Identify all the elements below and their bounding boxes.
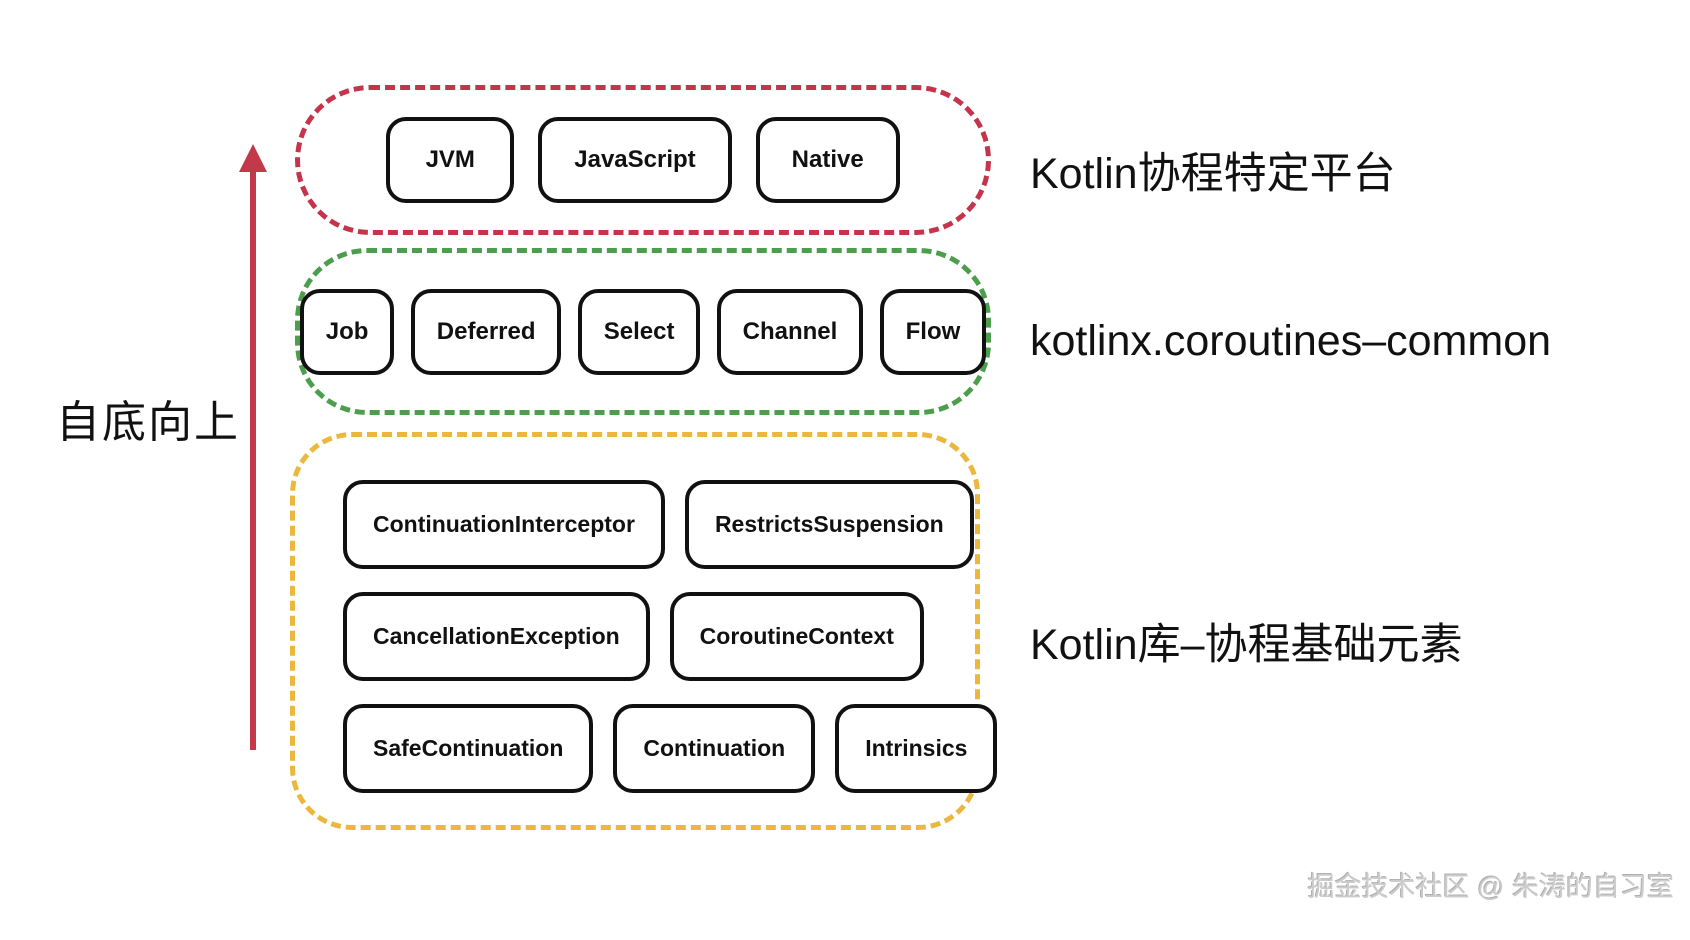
node-continuation: Continuation (613, 704, 816, 793)
group-kotlin-stdlib-basics: ContinuationInterceptor RestrictsSuspens… (290, 432, 998, 830)
node-channel: Channel (717, 288, 863, 375)
node-javascript: JavaScript (538, 117, 732, 203)
node-restricts-suspension: RestrictsSuspension (684, 480, 974, 569)
node-continuation-interceptor: ContinuationInterceptor (343, 480, 665, 569)
label-platform-specific: Kotlin协程特定平台 (1030, 150, 1396, 198)
node-safe-continuation: SafeContinuation (343, 704, 594, 793)
group-coroutines-common: Job Deferred Select Channel Flow (295, 248, 991, 415)
up-arrow-icon (239, 144, 267, 172)
node-deferred: Deferred (411, 288, 562, 375)
group-platform-specific: JVM JavaScript Native (295, 85, 991, 235)
node-job: Job (300, 288, 395, 375)
node-cancellation-exception: CancellationException (343, 592, 650, 681)
node-intrinsics: Intrinsics (835, 704, 998, 793)
up-arrow-shaft (250, 170, 256, 750)
direction-label: 自底向上 (56, 398, 240, 447)
node-coroutine-context: CoroutineContext (669, 592, 924, 681)
node-native: Native (755, 117, 900, 203)
stdlib-row-3: SafeContinuation Continuation Intrinsics (343, 704, 998, 793)
label-kotlin-stdlib-basics: Kotlin库–协程基础元素 (1030, 621, 1463, 669)
node-jvm: JVM (386, 117, 515, 203)
watermark: 掘金技术社区 @ 朱涛的自习室 (1307, 872, 1674, 902)
stdlib-row-2: CancellationException CoroutineContext (343, 592, 975, 681)
node-flow: Flow (879, 288, 987, 375)
label-coroutines-common: kotlinx.coroutines–common (1030, 317, 1552, 365)
node-select: Select (578, 288, 701, 375)
stdlib-row-1: ContinuationInterceptor RestrictsSuspens… (343, 480, 975, 569)
